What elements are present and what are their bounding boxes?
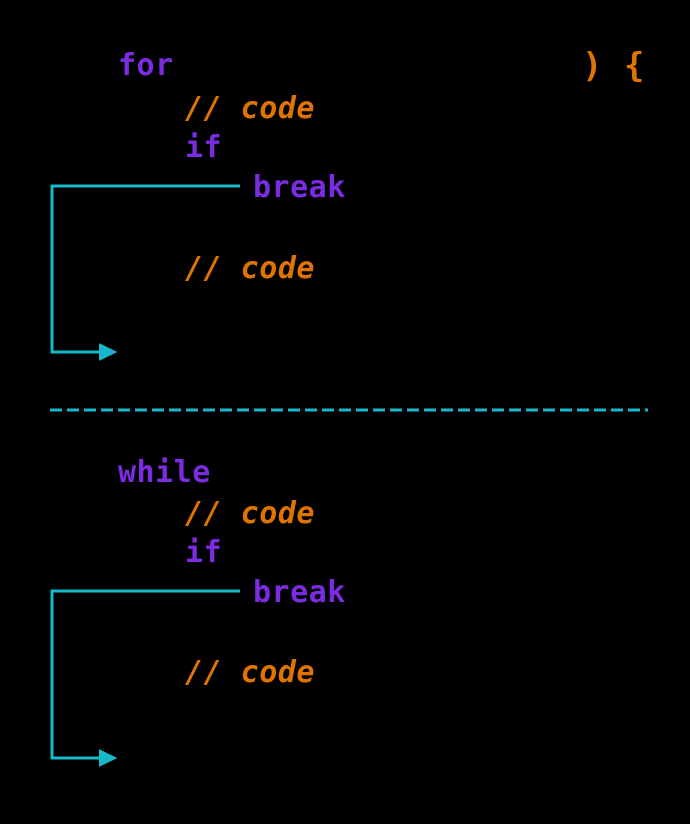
while-comment-line-1: // code [185,496,315,531]
for-if-keyword: if [185,130,223,165]
for-keyword: for [118,48,174,83]
while-keyword: while [118,455,211,490]
while-if-keyword: if [185,535,223,570]
while-break-keyword: break [253,575,346,610]
for-comment-line-2: // code [185,251,315,286]
for-header-tail: ) { [582,46,645,86]
for-comment-line-1: // code [185,91,315,126]
for-break-keyword: break [253,170,346,205]
while-comment-line-2: // code [185,655,315,690]
